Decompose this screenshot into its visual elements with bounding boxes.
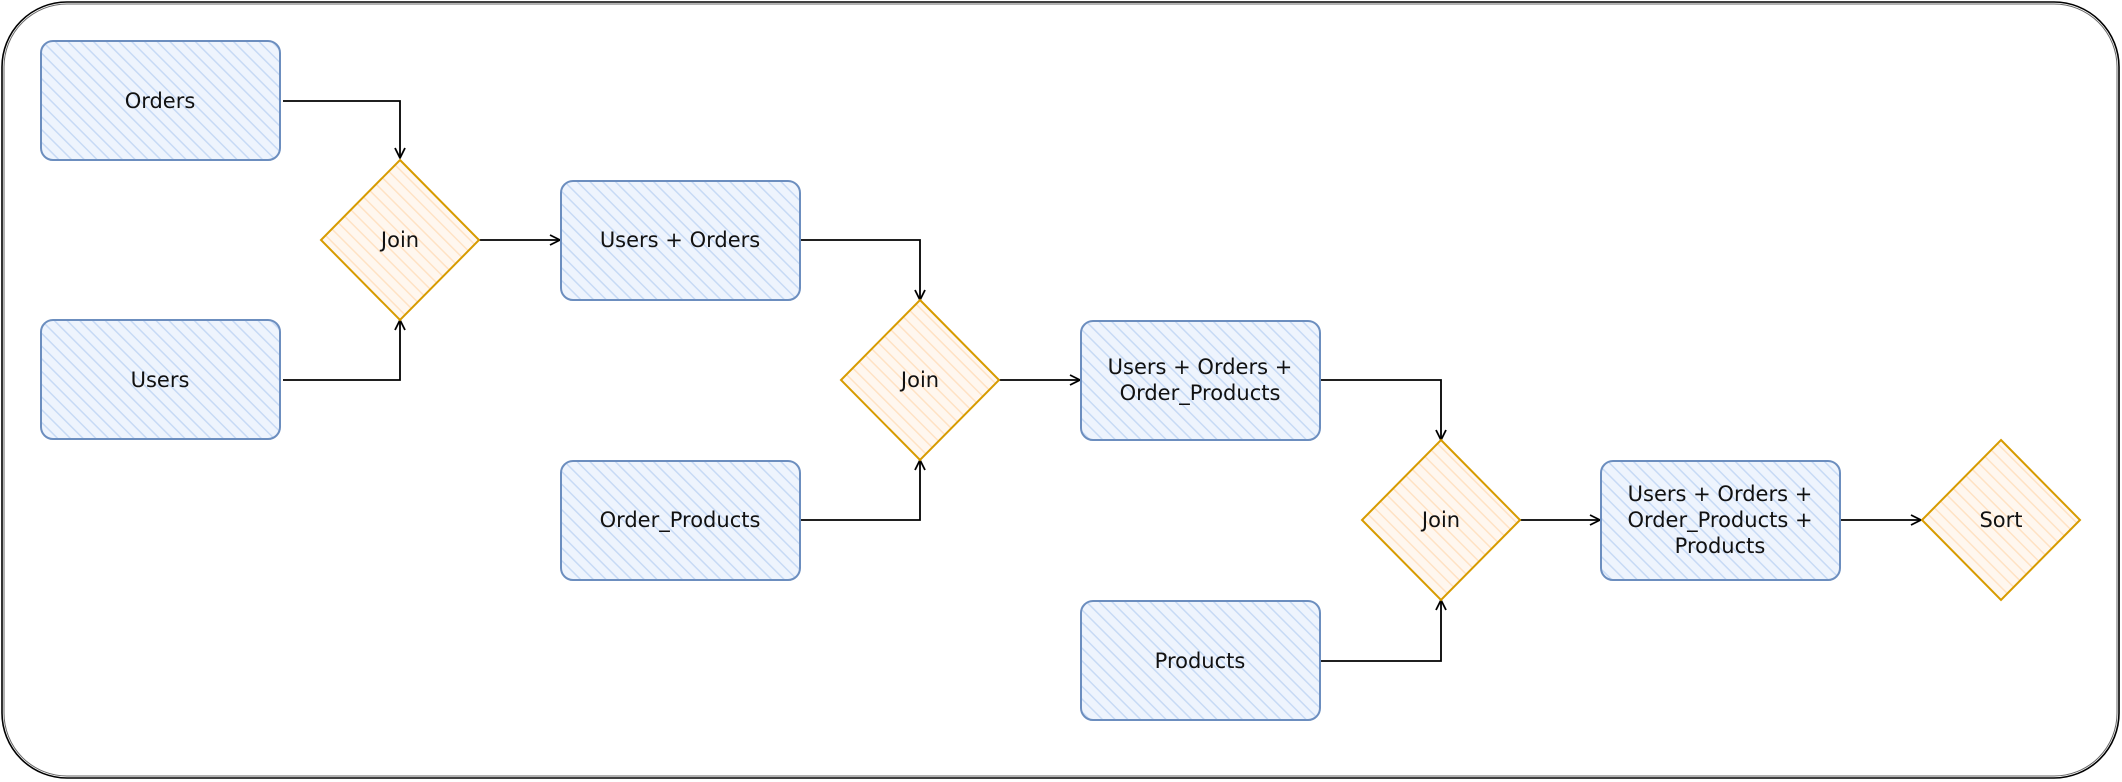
node-label-line: Order_Products + [1627, 508, 1812, 533]
node-label-line: Join [1420, 508, 1460, 532]
node-join-1-label: Join [379, 228, 419, 252]
edge-orders-join1 [283, 100, 406, 159]
node-users: Users [40, 319, 281, 440]
node-label-line: Users + Orders [600, 228, 760, 252]
edge-products-join3 [1321, 599, 1447, 662]
node-sort-label: Sort [1979, 508, 2022, 532]
node-label-line: Users + Orders + [1108, 355, 1293, 379]
node-users-orders-order-products: Users + Orders +Order_Products [1080, 320, 1321, 441]
node-products: Products [1080, 600, 1321, 721]
node-join-3-label: Join [1420, 508, 1460, 532]
node-label-line: Products [1675, 534, 1766, 558]
edges [283, 100, 1922, 662]
node-label-line: Orders [125, 89, 196, 113]
node-users-orders-order-products-products-label: Users + Orders +Order_Products +Products [1627, 482, 1812, 558]
node-users-label: Users [131, 368, 190, 392]
node-orders-label: Orders [125, 89, 196, 113]
node-label-line: Order_Products [1120, 381, 1281, 406]
node-label-line: Users + Orders + [1628, 482, 1813, 506]
edge-users-orders-op-join3 [1321, 379, 1447, 441]
node-label-line: Sort [1979, 508, 2022, 532]
node-join-2: Join [839, 298, 1001, 462]
node-order-products-label: Order_Products [600, 508, 761, 533]
node-users-orders: Users + Orders [560, 180, 801, 301]
node-label-line: Products [1155, 649, 1246, 673]
node-join-2-label: Join [899, 368, 939, 392]
node-users-orders-order-products-products: Users + Orders +Order_Products +Products [1600, 460, 1841, 581]
node-users-orders-order-products-label: Users + Orders +Order_Products [1108, 355, 1293, 406]
node-label-line: Users [131, 368, 190, 392]
node-products-label: Products [1155, 649, 1246, 673]
node-orders: Orders [40, 40, 281, 161]
edge-users-orders-join2 [801, 239, 926, 301]
node-label-line: Join [899, 368, 939, 392]
node-label-line: Join [379, 228, 419, 252]
node-join-1: Join [319, 158, 481, 322]
edge-order-products-join2 [801, 459, 926, 521]
edge-users-join1 [283, 319, 406, 381]
node-users-orders-label: Users + Orders [600, 228, 760, 252]
node-sort: Sort [1920, 438, 2082, 602]
node-order-products: Order_Products [560, 460, 801, 581]
node-label-line: Order_Products [600, 508, 761, 533]
node-join-3: Join [1360, 438, 1522, 602]
